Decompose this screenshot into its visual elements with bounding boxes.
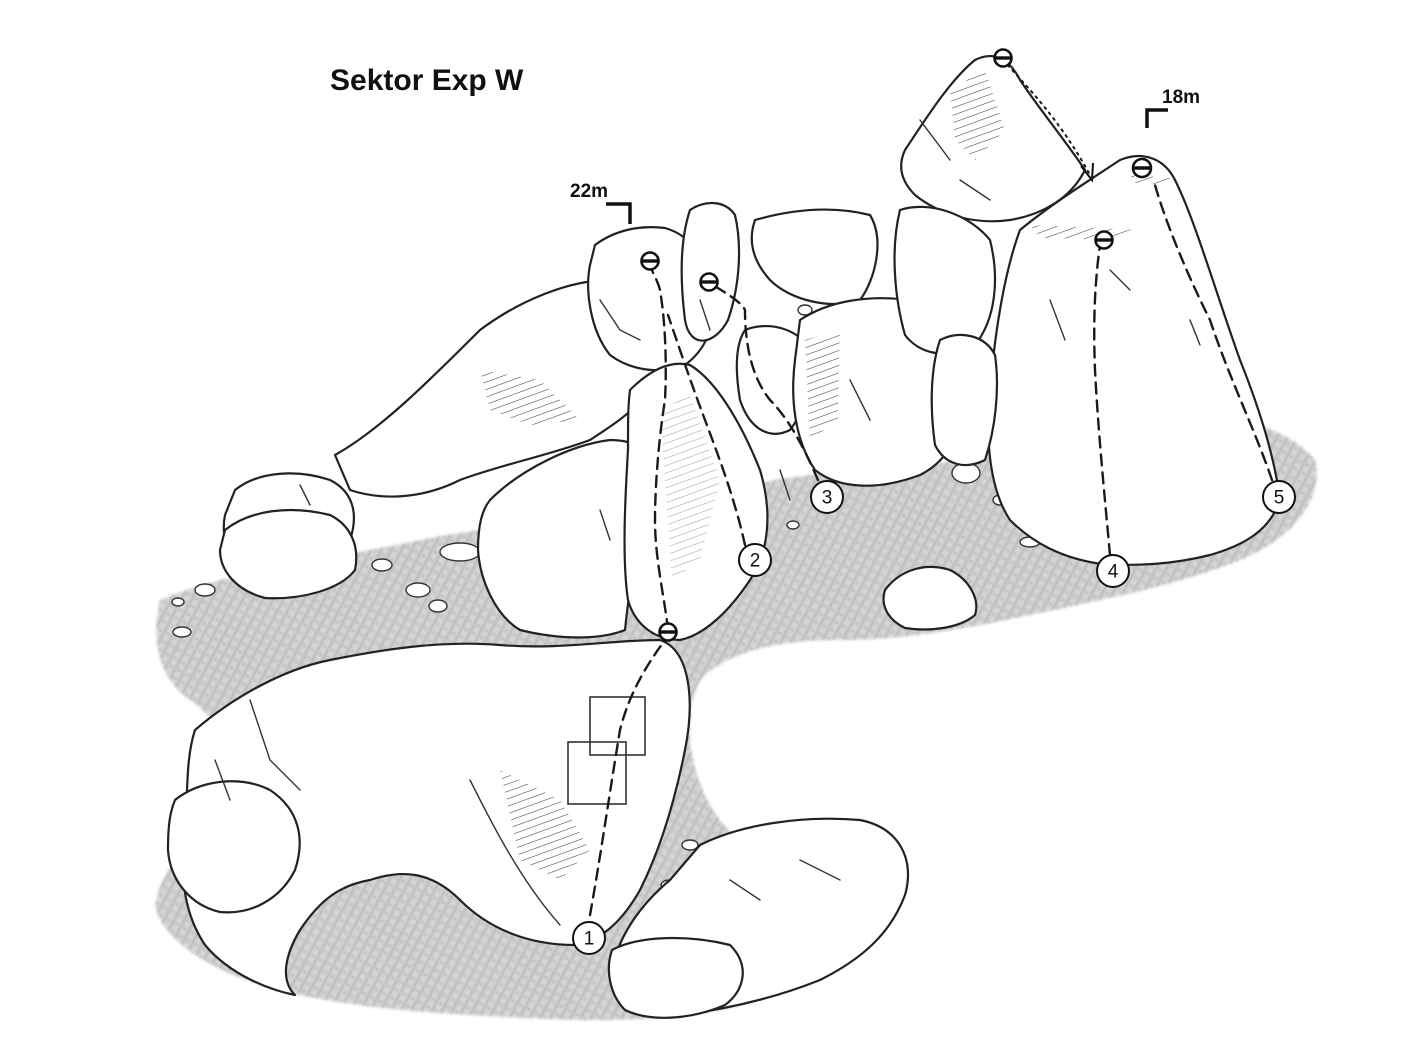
route-number-3[interactable]: 3: [810, 480, 844, 514]
belay-anchor-icon: [1094, 230, 1114, 250]
route-number-1[interactable]: 1: [572, 921, 606, 955]
route-2-line: [666, 313, 747, 547]
route-1-line: [588, 634, 670, 917]
route-lines: [588, 59, 1274, 917]
route-1-upper-line: [648, 260, 670, 632]
belay-anchor-icon: [640, 251, 660, 271]
rock-formations: [222, 54, 1282, 631]
route-number-5[interactable]: 5: [1262, 480, 1296, 514]
height-label-left: 22m: [570, 181, 608, 202]
route-numbers: 1 2 3 4 5: [572, 480, 1296, 955]
route-5-line: [1153, 183, 1274, 482]
route-number-4-label: 4: [1108, 562, 1119, 583]
height-marker-right: 18m: [1145, 87, 1200, 128]
route-number-1-label: 1: [584, 929, 595, 950]
route-number-4[interactable]: 4: [1096, 554, 1130, 588]
route-number-5-label: 5: [1274, 488, 1285, 509]
sector-title: Sektor Exp W: [330, 64, 524, 97]
route-number-2[interactable]: 2: [738, 543, 772, 577]
lower-off-arrow-icon: [1080, 162, 1094, 183]
belay-anchor-icon: [1131, 157, 1153, 179]
height-marker-left: 22m: [570, 181, 632, 224]
route-3-line: [708, 281, 820, 482]
route-number-2-label: 2: [750, 551, 761, 572]
route-4-line: [1093, 243, 1112, 557]
route-number-3-label: 3: [822, 488, 833, 509]
belay-anchor-icon: [658, 622, 678, 642]
belay-anchor-icon: [993, 48, 1013, 68]
belay-anchors: [640, 48, 1153, 642]
lower-boulder: [166, 638, 910, 1019]
rock-detail-lines: [214, 119, 1201, 926]
height-label-right: 18m: [1162, 87, 1200, 108]
lower-off-path: [1002, 59, 1091, 176]
belay-anchor-icon: [699, 272, 719, 292]
